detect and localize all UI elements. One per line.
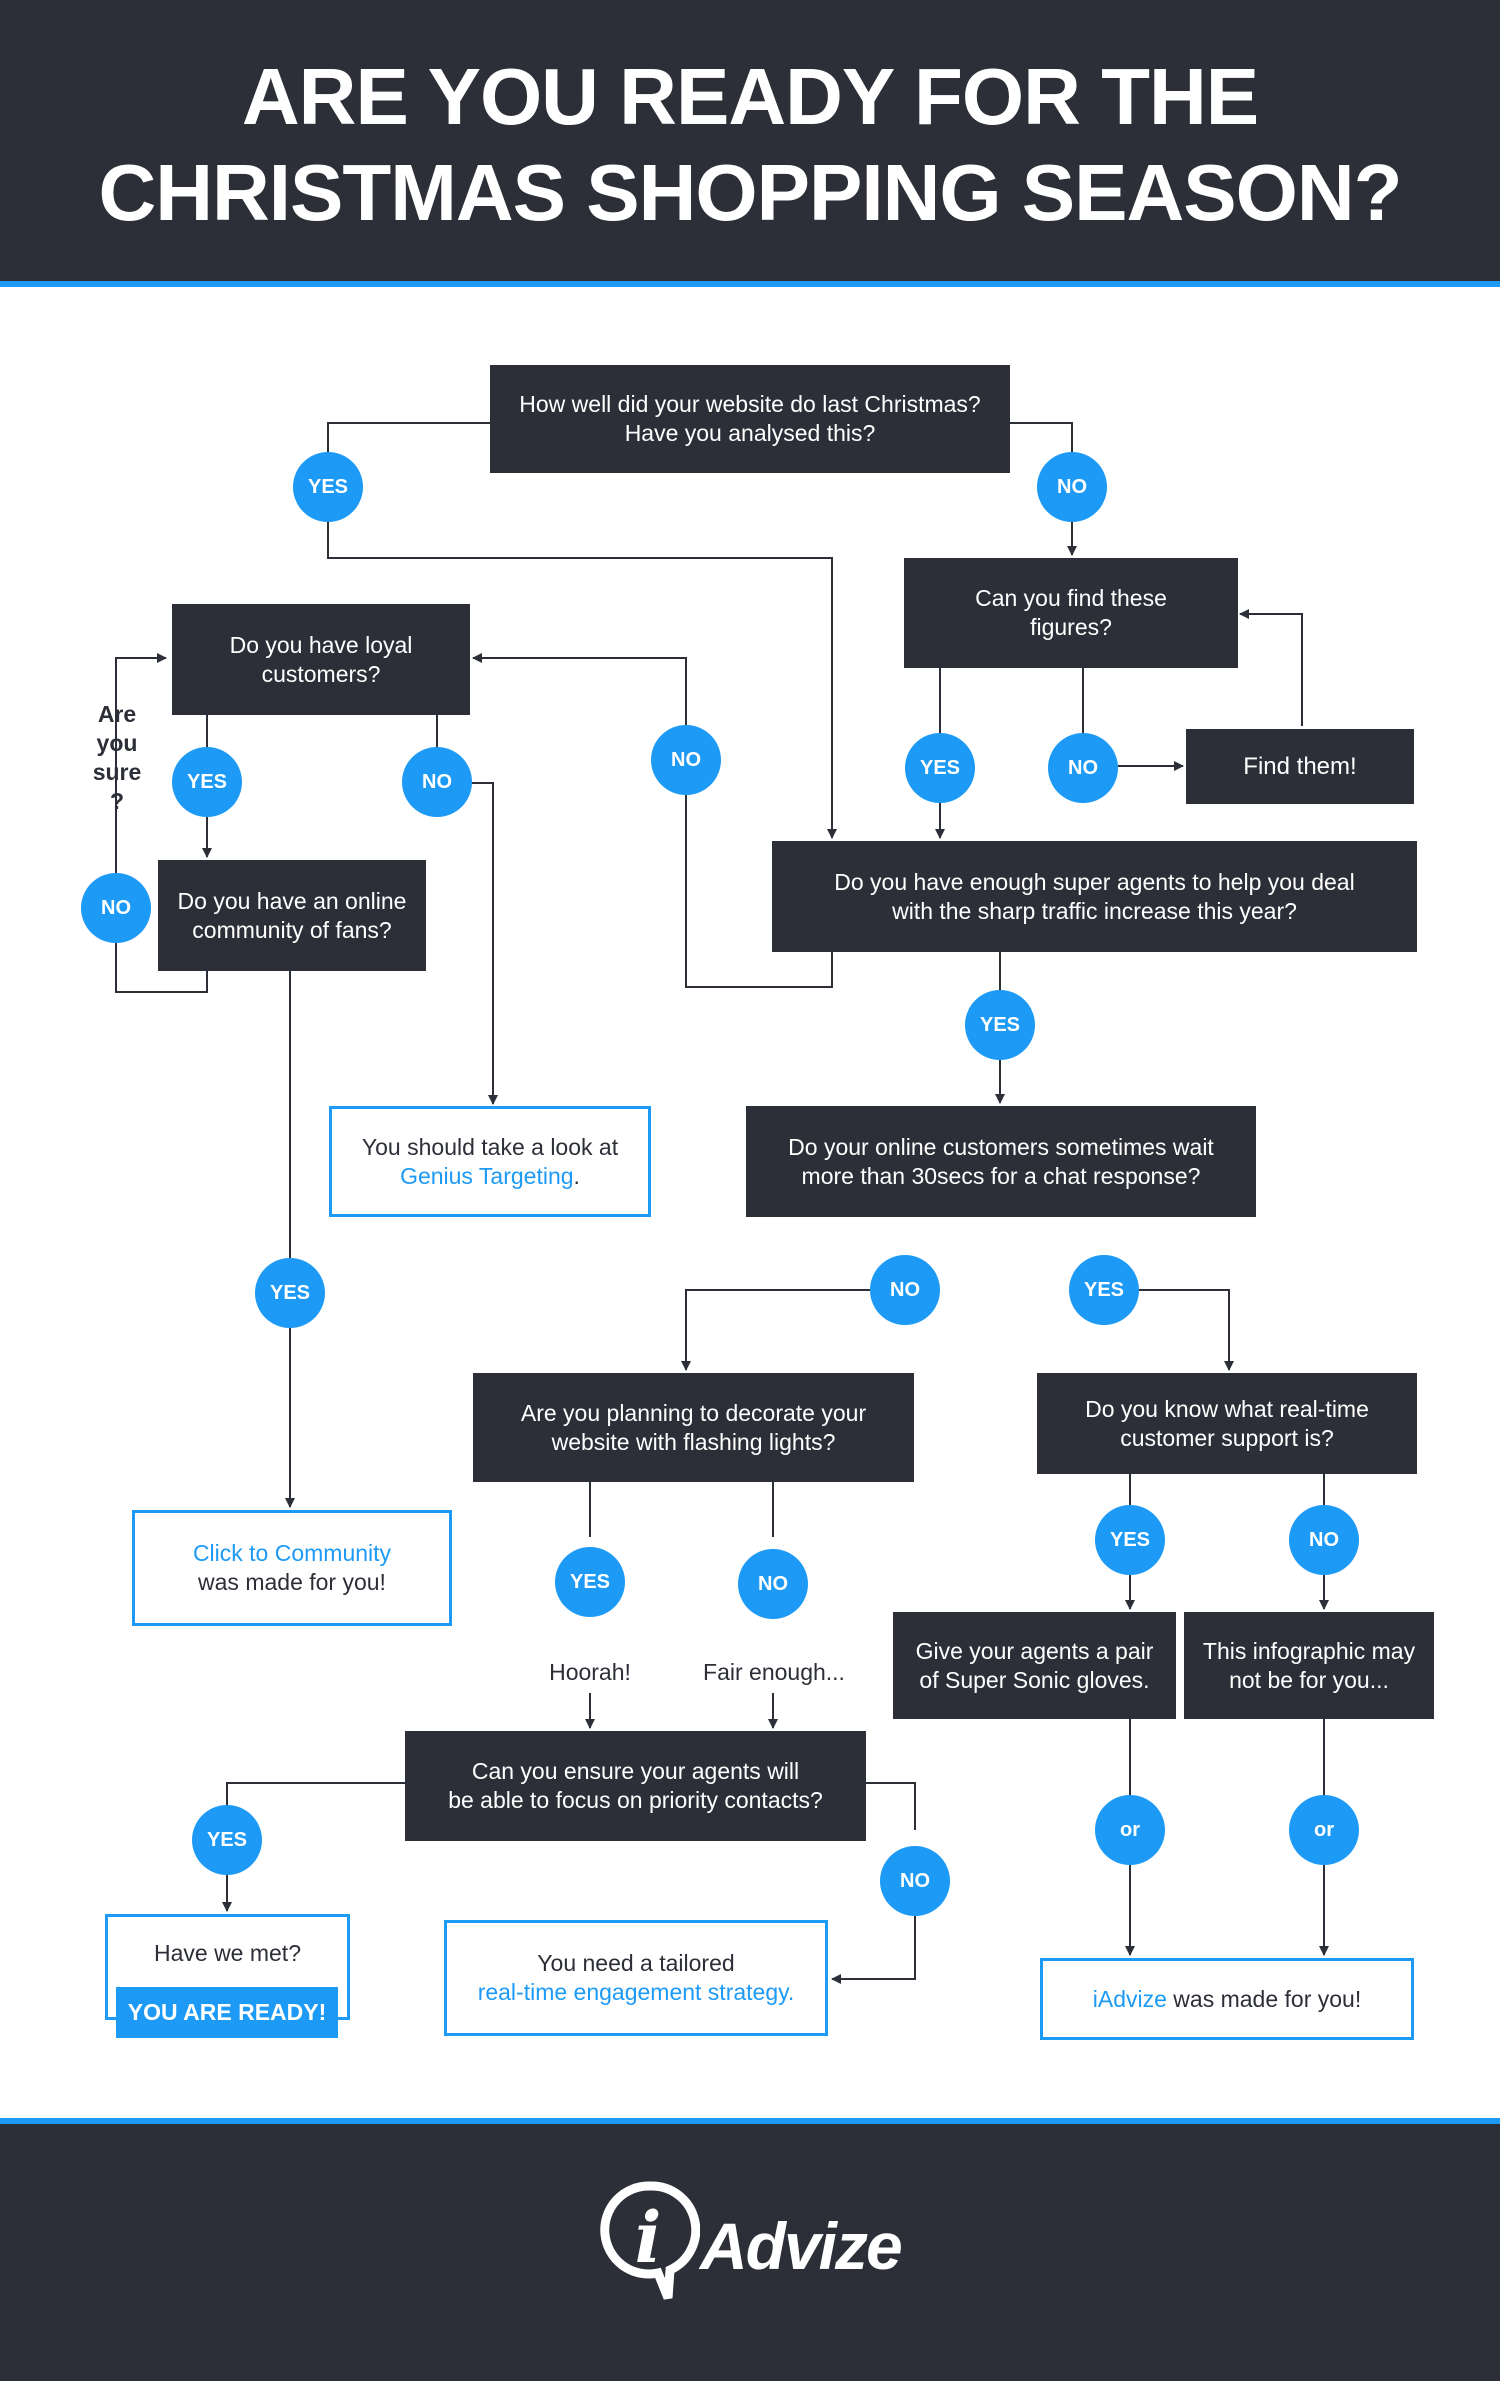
question-find-figures: Can you find these figures? [904,558,1238,668]
action-super-sonic-gloves: Give your agents a pair of Super Sonic g… [893,1612,1176,1719]
question-online-community: Do you have an online community of fans? [158,860,426,971]
yes-circle-loyal: YES [172,747,242,817]
iadvize-logo-text: Advize [700,2209,903,2283]
outcome-genius-targeting: You should take a look at Genius Targeti… [329,1106,651,1217]
question-realtime-support: Do you know what real-time customer supp… [1037,1373,1417,1474]
iadvize-speech-bubble-icon: i [600,2181,700,2300]
yes-circle-chat-wait: YES [1069,1255,1139,1325]
title-line-1: ARE YOU READY FOR THE [241,52,1259,141]
are-you-sure-label: Are you sure ? [92,701,142,814]
no-circle-chat-wait: NO [870,1255,940,1325]
action-find-them: Find them! [1186,729,1414,804]
engagement-strategy-link[interactable]: real-time engagement strategy. [477,1979,795,2005]
no-circle-focus: NO [880,1846,950,1916]
no-circle-super-agents: NO [651,725,721,795]
you-are-ready-badge: YOU ARE READY! [116,1987,338,2038]
iadvize-link[interactable]: iAdvize [1092,1985,1167,2012]
question-super-agents: Do you have enough super agents to help … [772,841,1417,952]
have-we-met-text: Have we met? [153,1940,301,1966]
no-circle-lights: NO [738,1549,808,1619]
question-loyal-customers: Do you have loyal customers? [172,604,470,715]
yes-circle-find-figures: YES [905,733,975,803]
question-chat-wait: Do your online customers sometimes wait … [746,1106,1256,1217]
or-circle-not-for-you: or [1289,1795,1359,1865]
tailored-prefix: You need a tailored [537,1950,735,1976]
question-flashing-lights: Are you planning to decorate your websit… [473,1373,914,1482]
or-circle-gloves: or [1095,1795,1165,1865]
question-last-christmas: How well did your website do last Christ… [490,365,1010,473]
iadvize-suffix: was made for you! [1166,1985,1362,2012]
title-line-2: CHRISTMAS SHOPPING SEASON? [98,148,1402,237]
click-to-community-link[interactable]: Click to Community [192,1540,392,1566]
no-circle-realtime: NO [1289,1505,1359,1575]
hoorah-label: Hoorah! [549,1659,631,1685]
yes-circle-analysed: YES [293,452,363,522]
no-circle-analysed: NO [1037,452,1107,522]
yes-circle-lights: YES [555,1547,625,1617]
genius-suffix: . [573,1162,580,1189]
yes-circle-focus: YES [192,1805,262,1875]
genius-targeting-link[interactable]: Genius Targeting [400,1162,574,1189]
yes-circle-realtime: YES [1095,1505,1165,1575]
footer-banner [0,2118,1500,2381]
outcome-tailored-strategy: You need a tailored real-time engagement… [444,1920,828,2036]
action-not-for-you: This infographic may not be for you... [1184,1612,1434,1719]
outcome-iadvize: iAdvize was made for you! [1040,1958,1414,2040]
no-circle-community: NO [81,873,151,943]
genius-prefix: You should take a look at [361,1133,619,1160]
no-circle-loyal: NO [402,747,472,817]
no-circle-find-figures: NO [1048,733,1118,803]
yes-circle-super-agents: YES [965,990,1035,1060]
question-priority-contacts: Can you ensure your agents will be able … [405,1731,866,1841]
fair-enough-label: Fair enough... [703,1659,845,1685]
outcome-click-to-community: Click to Community was made for you! [132,1510,452,1626]
logo-mark: i [635,2196,662,2279]
yes-circle-community: YES [255,1258,325,1328]
community-suffix: was made for you! [198,1569,386,1595]
header-banner: ARE YOU READY FOR THE CHRISTMAS SHOPPING… [0,0,1500,287]
